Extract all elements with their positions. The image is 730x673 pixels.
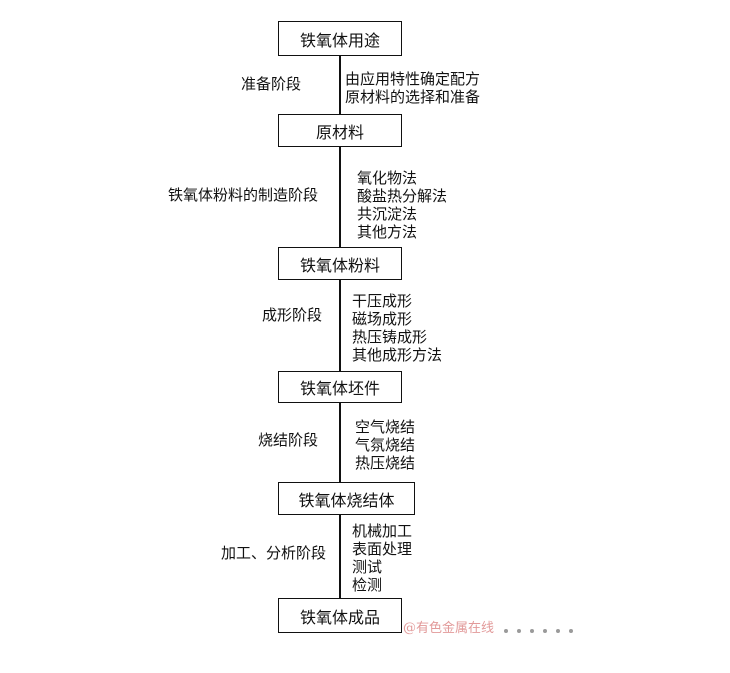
method-item: 共沉淀法 [357,205,418,223]
method-item: 检测 [352,576,383,594]
method-item: 气氛烧结 [355,436,416,454]
dot [530,628,535,633]
dot [556,628,561,633]
method-list-sintering: 空气烧结 气氛烧结 热压烧结 [355,418,415,472]
connector-line-4 [339,403,341,482]
method-item: 热压烧结 [355,454,416,472]
connector-line-3 [339,280,341,371]
connector-line-1 [339,56,341,114]
stage-label-forming: 成形阶段 [261,306,322,324]
method-item: 测试 [352,558,383,576]
process-box-raw-material: 原材料 [278,114,402,147]
stage-label-powder-manufacturing: 铁氧体粉料的制造阶段 [167,186,318,204]
method-item: 磁场成形 [352,310,413,328]
watermark-dots [504,628,574,633]
method-item: 空气烧结 [355,418,416,436]
method-item: 氧化物法 [357,169,418,187]
connector-line-2 [339,147,341,247]
dot [517,628,522,633]
process-box-ferrite-sintered-body: 铁氧体烧结体 [278,482,415,515]
stage-label-preparation: 准备阶段 [240,75,301,93]
stage-label-sintering: 烧结阶段 [257,431,318,449]
method-item: 由应用特性确定配方 [345,70,481,88]
dot [543,628,548,633]
method-item: 热压铸成形 [352,328,428,346]
method-list-preparation: 由应用特性确定配方 原材料的选择和准备 [345,70,480,106]
method-item: 酸盐热分解法 [357,187,448,205]
process-box-ferrite-use: 铁氧体用途 [278,21,402,56]
method-item: 机械加工 [352,522,413,540]
connector-line-5 [339,515,341,598]
watermark: @有色金属在线 [403,617,574,636]
method-list-powder-manufacturing: 氧化物法 酸盐热分解法 共沉淀法 其他方法 [357,169,447,241]
method-item: 其他方法 [357,223,418,241]
dot [504,628,509,633]
watermark-text: @有色金属在线 [403,621,495,636]
method-item: 原材料的选择和准备 [345,88,481,106]
method-list-forming: 干压成形 磁场成形 热压铸成形 其他成形方法 [352,292,442,364]
process-box-ferrite-powder: 铁氧体粉料 [278,247,402,280]
stage-label-processing-analysis: 加工、分析阶段 [220,544,326,562]
method-list-processing-analysis: 机械加工 表面处理 测试 检测 [352,522,412,594]
process-box-ferrite-product: 铁氧体成品 [278,598,402,633]
process-box-ferrite-green-body: 铁氧体坯件 [278,371,402,403]
method-item: 干压成形 [352,292,413,310]
method-item: 表面处理 [352,540,413,558]
method-item: 其他成形方法 [352,346,443,364]
dot [569,628,574,633]
